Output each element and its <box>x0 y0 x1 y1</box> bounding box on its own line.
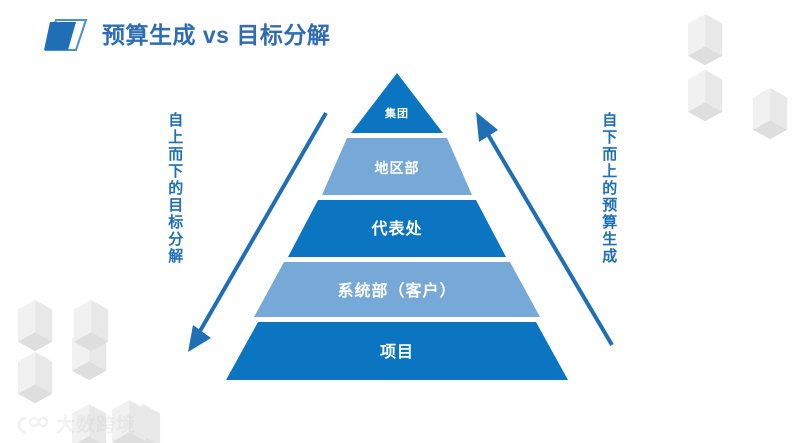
top-down-arrow-icon <box>188 111 328 352</box>
slide-header: 预算生成 vs 目标分解 <box>44 18 330 52</box>
top-down-label: 自上而下的目标分解 <box>166 112 184 265</box>
pyramid-level-label: 系统部（客户） <box>337 281 456 300</box>
pyramid-level-base[interactable]: 项目 <box>226 322 568 380</box>
pyramid-level-label: 地区部 <box>375 160 420 176</box>
pyramid-level-second[interactable]: 地区部 <box>322 138 472 195</box>
page-title: 预算生成 vs 目标分解 <box>102 21 331 48</box>
pyramid-level-label: 项目 <box>380 343 414 361</box>
pyramid-level-third[interactable]: 代表处 <box>288 200 506 257</box>
bottom-up-label: 自下而上的预算生成 <box>600 112 618 265</box>
pyramid-level-fourth[interactable]: 系统部（客户） <box>254 262 540 317</box>
pyramid-level-label: 代表处 <box>370 219 422 238</box>
bottom-up-arrow-icon <box>476 112 614 347</box>
pyramid-level-label: 集团 <box>384 106 409 120</box>
parallelogram-bullet-icon <box>44 19 88 51</box>
pyramid-level-top[interactable]: 集团 <box>351 73 443 133</box>
